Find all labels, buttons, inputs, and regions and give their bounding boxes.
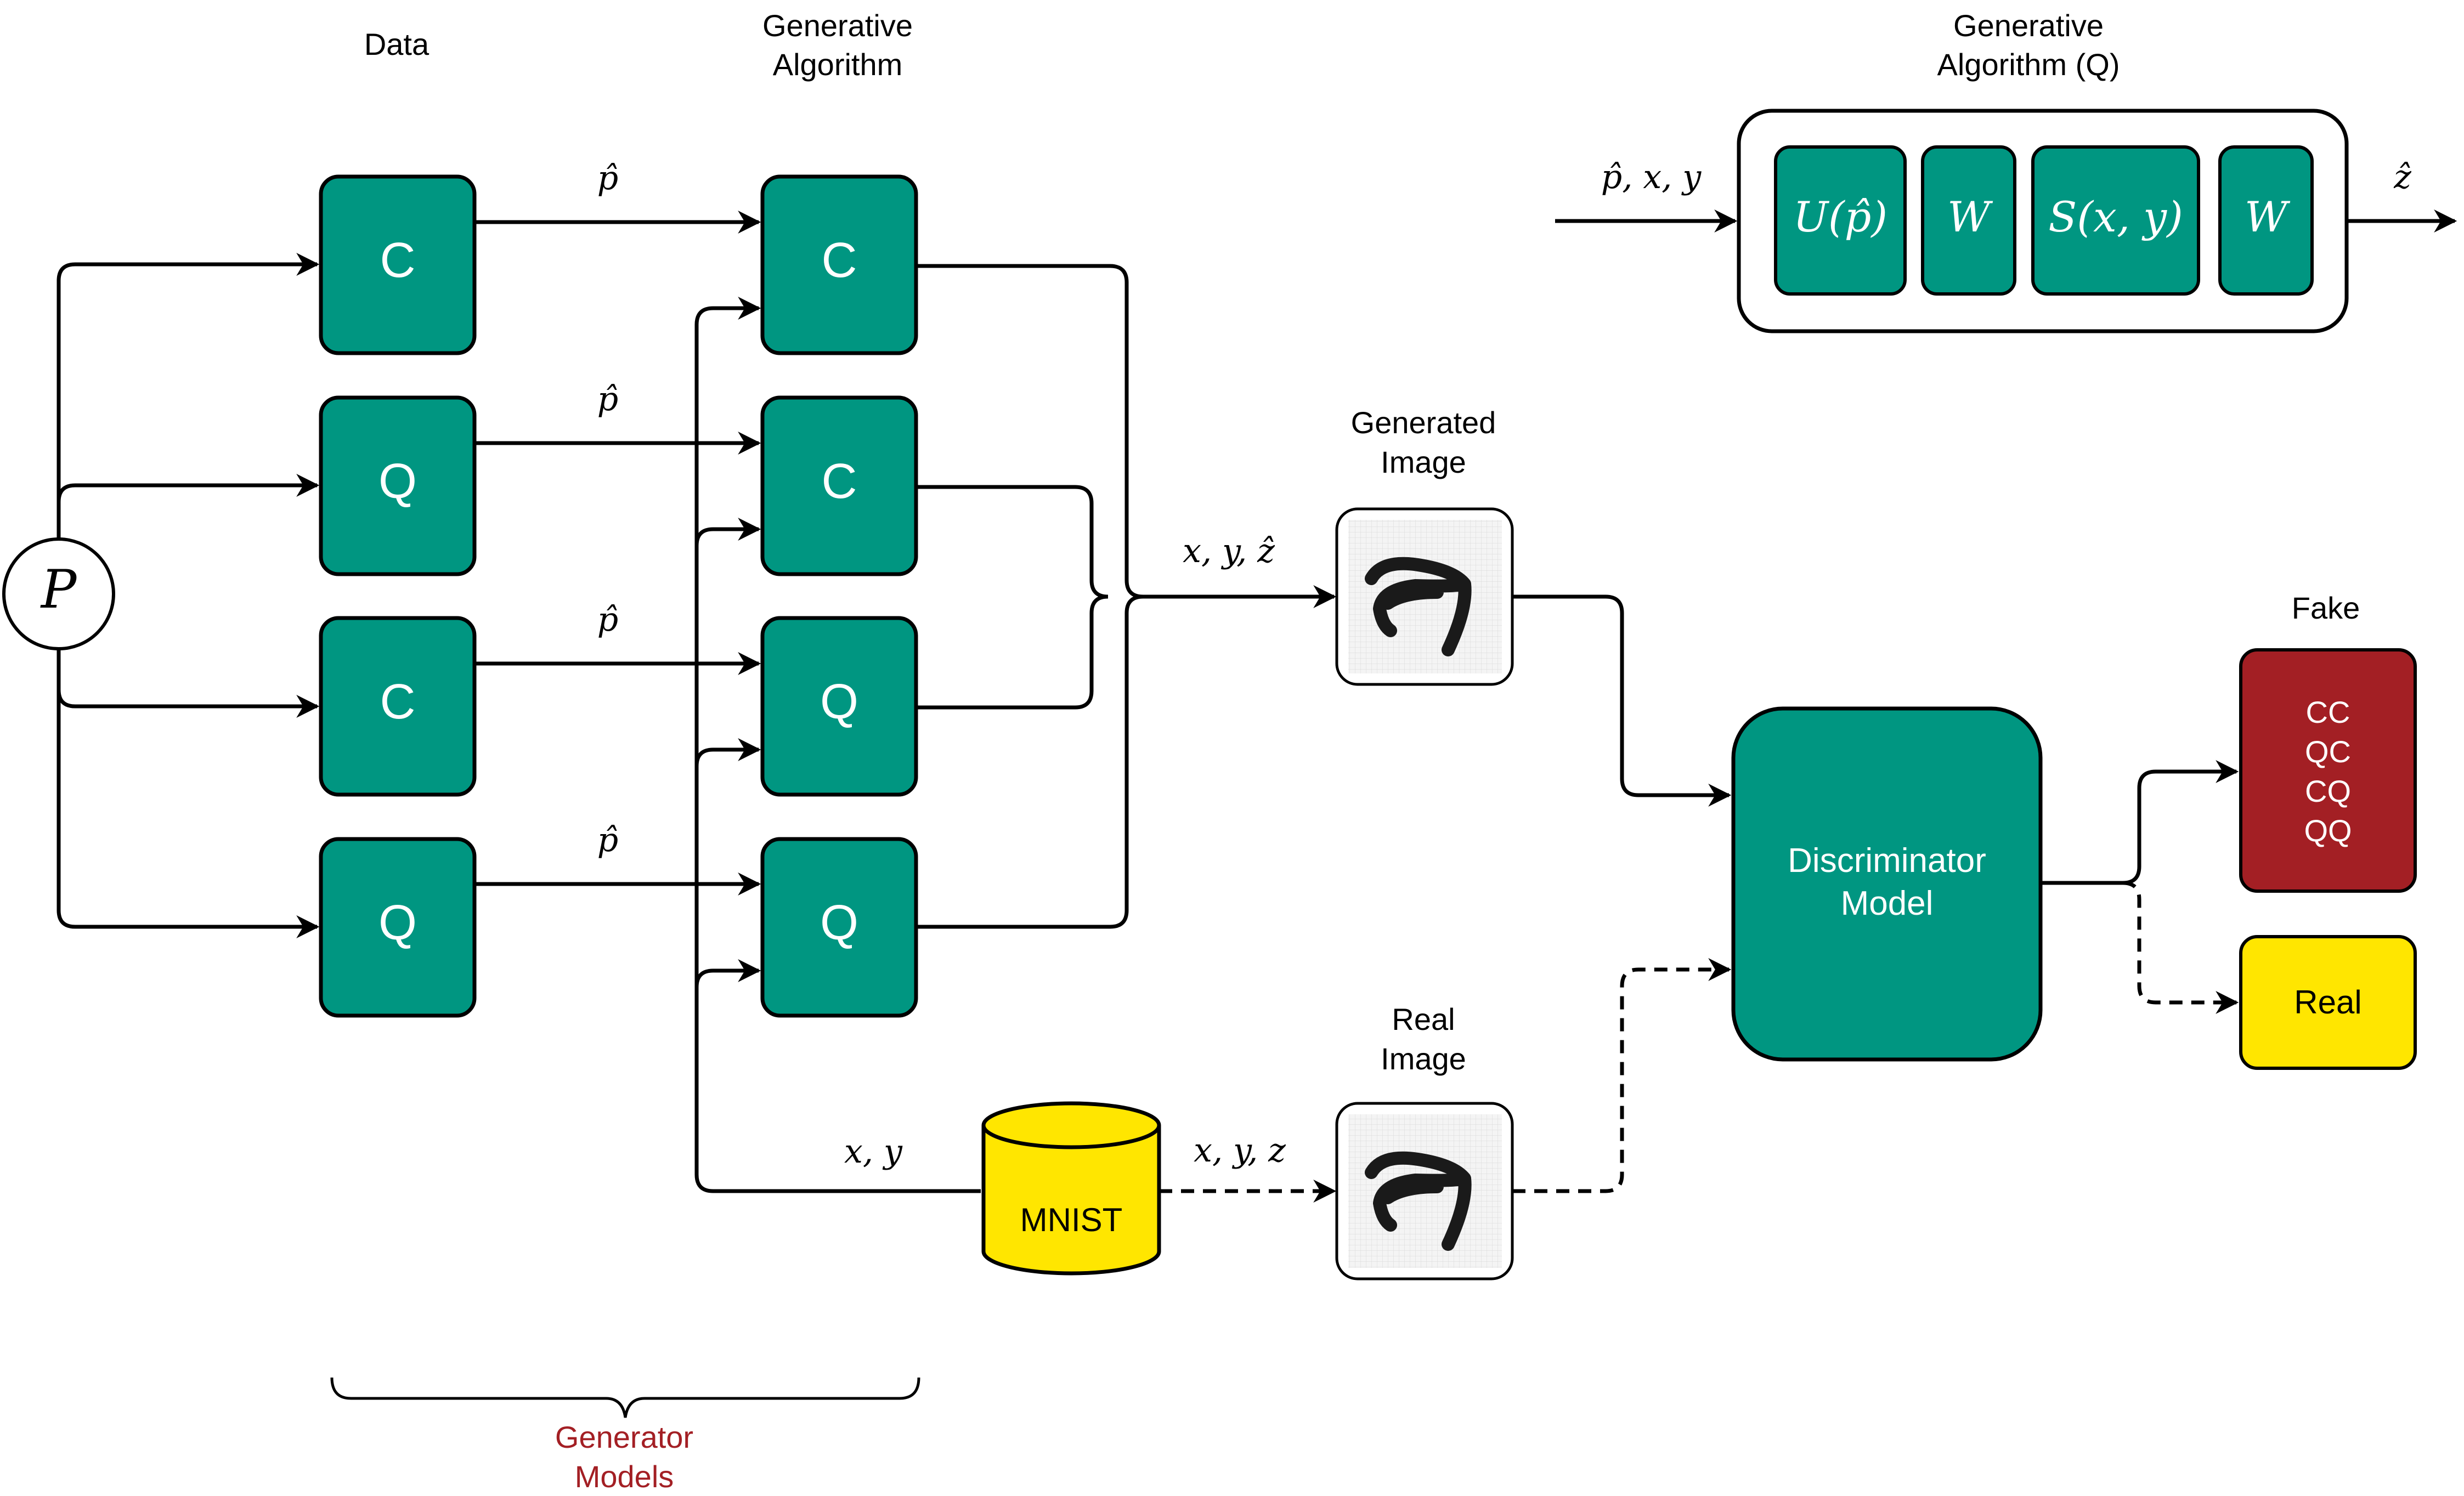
discriminator-label-line2: Model [1841,885,1934,922]
gen-to-image-merge [916,264,1337,929]
real-box [2239,935,2417,1070]
mnist-label: MNIST [1020,1202,1123,1238]
data-to-gen-arrows [474,211,761,896]
gen-alg-q-inset: p̂, x, y U(p̂) W S(x, y) W ẑ [1555,109,2457,333]
real-image-title-line1: Real [1392,1002,1455,1036]
generated-digit-stroke [1365,557,1472,656]
gen-box-4-label: Q [820,896,858,950]
inset-s-label: S(x, y) [2048,192,2183,241]
inset-input-label: p̂, x, y [1601,158,1702,196]
data-header: Data [364,27,429,61]
data-box-3-label: C [380,675,416,729]
gen-box-2-label: C [822,454,857,509]
generator-models-label-line1: Generator [555,1420,693,1454]
p-hat-label-4: p̂ [597,821,618,859]
xy-label: x, y [844,1132,903,1171]
generated-image-title-line1: Generated [1351,405,1496,440]
fake-label-3: CQ [2305,774,2351,808]
inset-w1-label: W [1947,192,1993,241]
generated-to-discriminator-arrow [1512,594,1732,807]
data-box-2-label: Q [378,454,417,509]
gen-alg-q-title-line2: Algorithm (Q) [1937,47,2120,82]
generated-image-title-line2: Image [1381,445,1466,479]
inset-w1-box [1921,145,2016,296]
xyz-label: x, y, z [1194,1131,1286,1170]
generator-models-label-line2: Models [575,1459,674,1494]
inset-w2-box [2218,145,2314,296]
gen-alg-header-line1: Generative [762,8,913,43]
real-label: Real [2294,984,2361,1021]
xyz-hat-label: x, y, ẑ [1183,532,1275,570]
real-digit-stroke [1365,1151,1472,1251]
discriminator-to-real-arrow [2122,881,2239,1014]
fake-box [2239,648,2417,893]
data-box-4-label: Q [378,896,417,950]
inset-u-label: U(p̂) [1793,192,1887,241]
p-hat-label-3: p̂ [597,600,618,639]
source-node-label: P [40,559,77,620]
real-image [1335,1102,1514,1280]
p-to-data-connectors [56,253,320,938]
inset-u-box [1774,145,1907,296]
mnist-xy-feed [694,297,981,1193]
fake-title: Fake [2292,591,2360,625]
gen-boxes: C C Q Q [760,174,918,1018]
gen-alg-q-title-line1: Generative [1953,8,2104,43]
p-hat-label-1: p̂ [597,159,618,197]
p-hat-label-2: p̂ [597,380,618,418]
inset-output-label: ẑ [2393,158,2411,196]
data-box-1 [319,174,477,355]
generator-models-brace [330,1377,920,1418]
generated-image [1335,507,1514,686]
discriminator-to-fake-arrow [2041,760,2239,885]
data-box-2 [319,395,477,576]
gen-box-3-label: Q [820,675,858,729]
real-to-discriminator-arrow [1512,958,1732,1193]
discriminator-box [1731,706,2043,1062]
data-box-3 [319,616,477,797]
data-box-1-label: C [380,233,416,288]
discriminator-label-line1: Discriminator [1788,842,1986,880]
mnist-dataset: MNIST [981,1101,1161,1276]
data-box-4 [319,837,477,1018]
real-image-title-line2: Image [1381,1041,1466,1076]
data-boxes: C Q C Q [319,174,477,1018]
fake-label-4: QQ [2304,813,2352,848]
fake-label-2: QC [2305,734,2351,769]
gen-alg-header-line2: Algorithm [773,47,903,82]
inset-s-box [2031,145,2200,296]
gen-box-1-label: C [822,233,857,288]
fake-label-1: CC [2306,695,2350,729]
inset-w2-label: W [2245,192,2291,241]
